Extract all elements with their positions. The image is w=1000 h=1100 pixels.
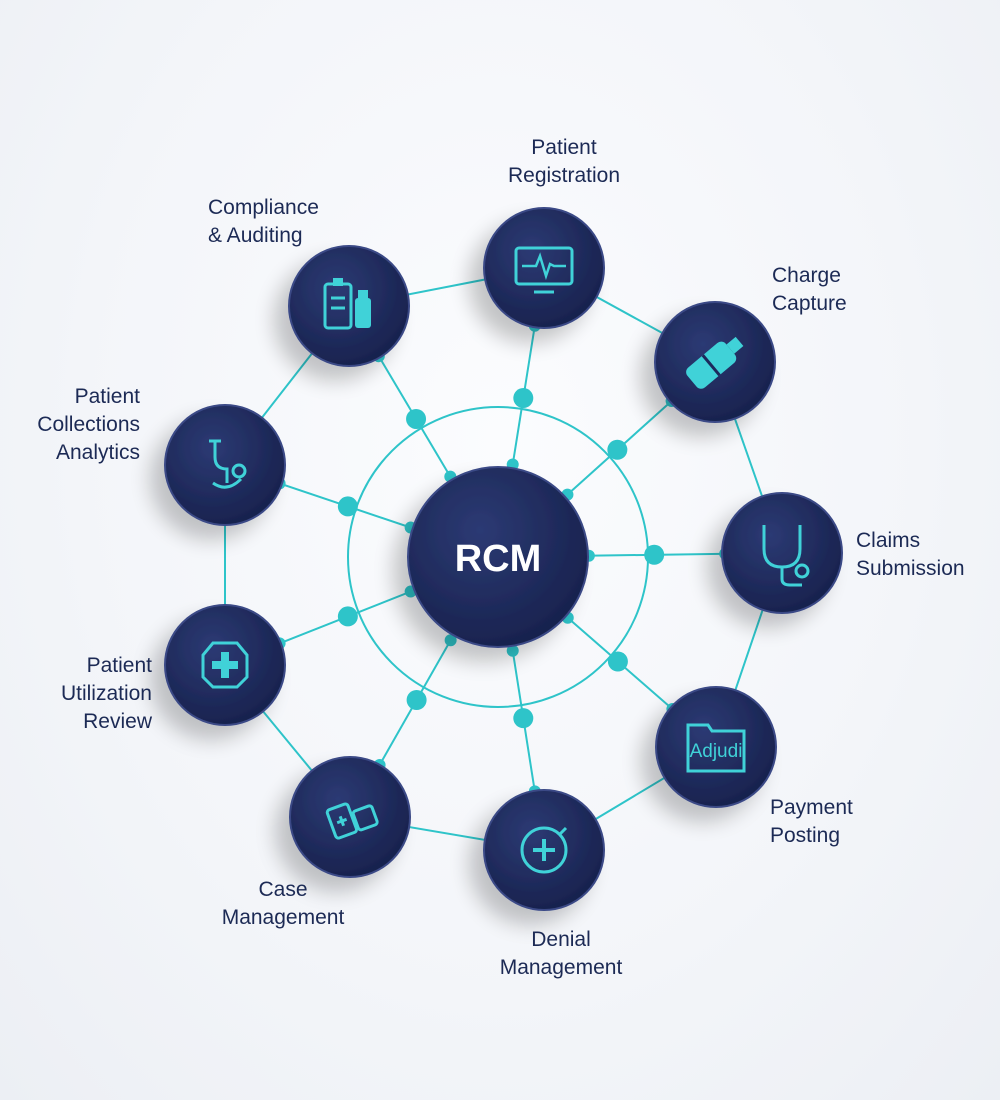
connector-dot <box>607 439 628 460</box>
connector-dot <box>444 634 457 647</box>
connector-dot <box>406 690 427 710</box>
rcm-center-label: RCM <box>455 538 542 580</box>
node-patient-utilization-review[interactable] <box>164 604 286 726</box>
node-compliance-auditing[interactable] <box>288 245 410 367</box>
connector-dot <box>513 708 534 729</box>
connector-dot <box>337 496 358 517</box>
node-patient-registration[interactable] <box>483 207 605 329</box>
connector-dot <box>513 388 534 409</box>
connector-dot <box>607 651 628 672</box>
connector-dot <box>644 544 665 565</box>
label-compliance-auditing: Compliance& Auditing <box>208 196 319 247</box>
plus-badge-icon <box>201 641 249 689</box>
node-denial-management[interactable] <box>483 789 605 911</box>
medical-plus-circle-icon <box>520 826 568 874</box>
medicine-bottle-icon <box>325 802 379 840</box>
rcm-center-node[interactable]: RCM <box>407 466 589 648</box>
outer-ring <box>224 267 783 851</box>
monitor-heartbeat-icon <box>514 246 574 294</box>
svg-text:Adjudi: Adjudi <box>690 741 743 762</box>
node-charge-capture[interactable] <box>654 301 776 423</box>
pill-capsule-icon <box>686 336 744 389</box>
node-claims-submission[interactable] <box>721 492 843 614</box>
node-case-management[interactable] <box>289 756 411 878</box>
connector-dot <box>506 644 519 657</box>
folder-icon: Adjudi <box>686 723 746 773</box>
stethoscope-icon <box>762 525 810 587</box>
connector-dot <box>406 408 427 429</box>
stethoscope-figure-icon <box>209 439 247 489</box>
node-patient-collections-analytics[interactable] <box>164 404 286 526</box>
clipboard-bottle-icon <box>323 278 371 330</box>
connector-dot <box>337 606 358 627</box>
node-payment-posting[interactable]: Adjudi <box>655 686 777 808</box>
